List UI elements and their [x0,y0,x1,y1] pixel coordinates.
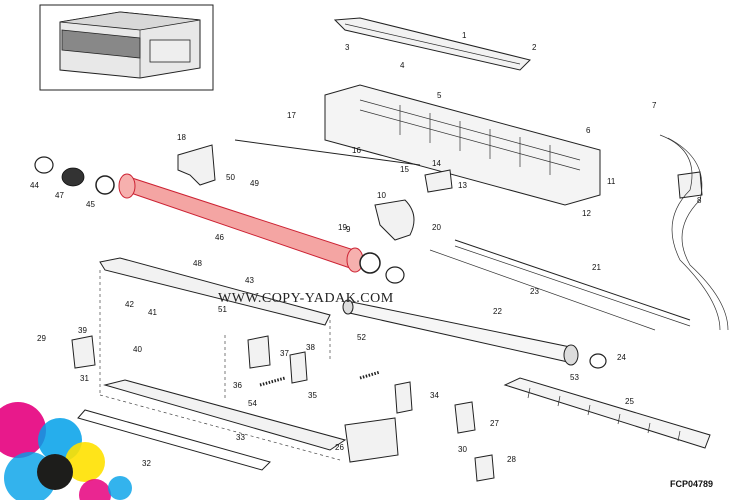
bearing-right-part [359,252,381,274]
svg-text:17: 17 [287,111,296,120]
rod-part [234,139,421,166]
svg-text:49: 49 [250,179,259,188]
svg-text:10: 10 [377,191,386,200]
bearing-left-part [95,175,115,195]
svg-text:44: 44 [30,181,39,190]
bushing-part [589,353,607,369]
svg-text:15: 15 [400,165,409,174]
lower-frame-part [99,257,341,461]
svg-text:23: 23 [530,287,539,296]
pressure-roller-part [342,299,579,366]
bottom-plate-part [103,379,347,451]
svg-text:32: 32 [142,459,151,468]
bracket-39-part [71,335,96,369]
svg-text:7: 7 [652,101,657,110]
svg-text:38: 38 [306,343,315,352]
svg-text:1: 1 [462,31,467,40]
spring-36-part [259,376,286,387]
frame-assembly-part [324,84,601,206]
svg-text:31: 31 [80,374,89,383]
svg-text:16: 16 [352,146,361,155]
bracket-left-part [177,144,216,186]
svg-text:45: 45 [86,200,95,209]
svg-text:18: 18 [177,133,186,142]
svg-text:40: 40 [133,345,142,354]
svg-text:48: 48 [193,259,202,268]
svg-text:4: 4 [400,61,405,70]
svg-text:47: 47 [55,191,64,200]
svg-text:34: 34 [430,391,439,400]
heat-roller-highlighted [118,173,364,273]
svg-text:21: 21 [592,263,601,272]
svg-text:35: 35 [308,391,317,400]
rod-21-part [454,239,691,321]
svg-text:37: 37 [280,349,289,358]
label-sheet-part [77,409,271,471]
svg-text:2: 2 [532,43,537,52]
svg-text:43: 43 [245,276,254,285]
svg-text:30: 30 [458,445,467,454]
bracket-37-part [247,335,271,369]
bracket-38-part [289,351,308,384]
svg-text:6: 6 [586,126,591,135]
svg-text:14: 14 [432,159,441,168]
gear-part [61,167,85,187]
svg-text:46: 46 [215,233,224,242]
svg-text:42: 42 [125,300,134,309]
svg-text:9: 9 [346,225,351,234]
svg-text:51: 51 [218,305,227,314]
svg-text:3: 3 [345,43,350,52]
svg-text:36: 36 [233,381,242,390]
printer-thumbnail [39,4,214,91]
svg-text:24: 24 [617,353,626,362]
svg-text:50: 50 [226,173,235,182]
svg-text:41: 41 [148,308,157,317]
ring-right-part [385,266,405,284]
svg-text:27: 27 [490,419,499,428]
svg-text:11: 11 [607,177,616,186]
svg-text:29: 29 [37,334,46,343]
callout-labels: 1 2 3 4 5 6 7 8 9 10 11 12 13 14 15 16 1… [30,31,702,468]
svg-text:39: 39 [78,326,87,335]
svg-text:52: 52 [357,333,366,342]
svg-text:8: 8 [697,196,702,205]
svg-text:22: 22 [493,307,502,316]
brand-logo-icon [0,402,132,500]
top-plate-part [333,17,531,71]
watermark-text: WWW.COPY-YADAK.COM [218,291,394,306]
svg-text:28: 28 [507,455,516,464]
bracket-28-part [474,454,495,482]
figure-code: FCP04789 [670,479,713,489]
svg-text:26: 26 [335,443,344,452]
connector-part [677,171,703,199]
guide-part [503,377,711,449]
spring-36b-part [359,370,381,380]
svg-text:54: 54 [248,399,257,408]
svg-text:25: 25 [625,397,634,406]
bracket-34-part [394,381,413,414]
svg-text:19: 19 [338,223,347,232]
bracket-27-part [454,401,476,434]
svg-text:20: 20 [432,223,441,232]
svg-text:13: 13 [458,181,467,190]
svg-text:33: 33 [236,433,245,442]
block-26-part [344,417,399,463]
svg-text:5: 5 [437,91,442,100]
svg-text:53: 53 [570,373,579,382]
ring-left-part [34,156,54,174]
harness-wire [659,134,721,331]
svg-text:12: 12 [582,209,591,218]
clip-14-part [424,169,453,193]
bracket-right-part [374,199,415,241]
